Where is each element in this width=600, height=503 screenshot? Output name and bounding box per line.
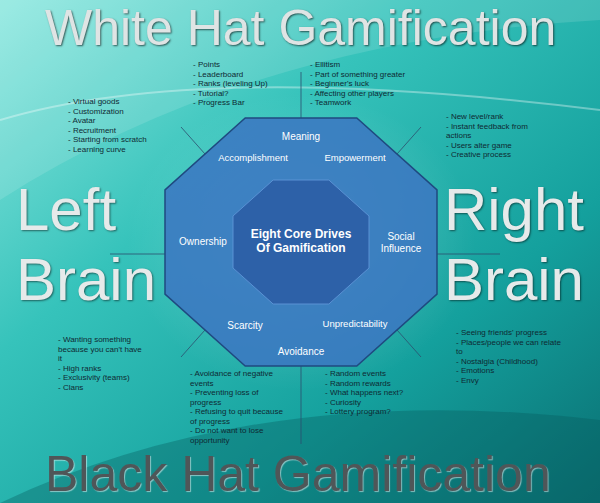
leader-line (397, 127, 421, 154)
list-item: - Random events (325, 369, 420, 379)
octagon-outer (165, 118, 437, 366)
list-item: - Points (193, 60, 288, 70)
heading-black-hat: Black Hat Gamification (45, 446, 575, 502)
drive-label: Meaning (261, 131, 341, 143)
drive-label: Avoidance (266, 346, 336, 358)
heading-white-hat: White Hat Gamification (45, 0, 575, 56)
leader-line (397, 330, 421, 357)
list-item: - Affecting other players (310, 89, 425, 99)
leader-line (301, 366, 302, 444)
list-item: - Lottery program? (325, 407, 420, 417)
list-item: - Ellitism (310, 60, 425, 70)
list-item: - Avatar (68, 116, 165, 126)
list-item: - Teamwork (310, 98, 425, 108)
list-item: - Instant feedback from actions (446, 122, 530, 141)
side-heading: Left Brain (16, 175, 176, 315)
list-item: - Tutorial? (193, 89, 288, 99)
leader-line (181, 127, 205, 154)
list-item: - Curiosity (325, 398, 420, 408)
octagon-inner (233, 180, 369, 304)
list-item: - Do not want to lose opportunity (190, 426, 290, 445)
leader-line (181, 330, 205, 357)
list-item: - Exclusivity (teams) (58, 373, 143, 383)
list-item: - Nostalgia (Childhood) (456, 357, 568, 367)
drive-label: Accomplishment (213, 153, 293, 164)
list-item: - Places/people we can relate to (456, 338, 568, 357)
drive-label: Empowerment (320, 153, 390, 164)
drive-label: Unpredictability (317, 319, 393, 330)
list-item: - Refusing to quit because of progress (190, 407, 290, 426)
list-item: - Progress Bar (193, 98, 288, 108)
list-item: - Ranks (leveling Up) (193, 79, 288, 89)
list-item: - Learning curve (68, 145, 165, 155)
list-item: - Avoidance of negative events (190, 369, 290, 388)
list-item: - Clans (58, 383, 143, 393)
side-heading: Right Brain (430, 175, 584, 315)
core-drives-octagon: Eight Core Drives Of Gamification Meaning… (165, 118, 437, 366)
list-item: - What happens next? (325, 388, 420, 398)
list-item: - Creative process (446, 150, 530, 160)
drive-label: Social Influence (376, 231, 426, 254)
leader-line (301, 72, 302, 118)
list-item: - Wanting something because you can't ha… (58, 335, 143, 364)
list-item: - Users alter game (446, 141, 530, 151)
list-item: - Preventing loss of progress (190, 388, 290, 407)
list-item: - Emotions (456, 366, 568, 376)
list-item: - High ranks (58, 364, 143, 374)
list-item: - Virtual goods (68, 97, 165, 107)
list-item: - Leaderboard (193, 70, 288, 80)
background-swoosh (0, 410, 600, 503)
list-item: - Recruitment (68, 126, 165, 136)
list-item: - Starting from scratch (68, 135, 165, 145)
drive-label: Ownership (175, 236, 231, 248)
drive-label: Scarcity (220, 320, 270, 332)
list-item: - Seeing friends' progress (456, 328, 568, 338)
octagon-glow (126, 92, 476, 392)
list-item: - Random rewards (325, 379, 420, 389)
list-item: - Customization (68, 107, 165, 117)
list-item: - Part of something greater (310, 70, 425, 80)
list-item: - Beginner's luck (310, 79, 425, 89)
list-item: - Envy (456, 376, 568, 386)
list-item: - New level/rank (446, 112, 530, 122)
center-title: Eight Core Drives Of Gamification (246, 228, 356, 256)
